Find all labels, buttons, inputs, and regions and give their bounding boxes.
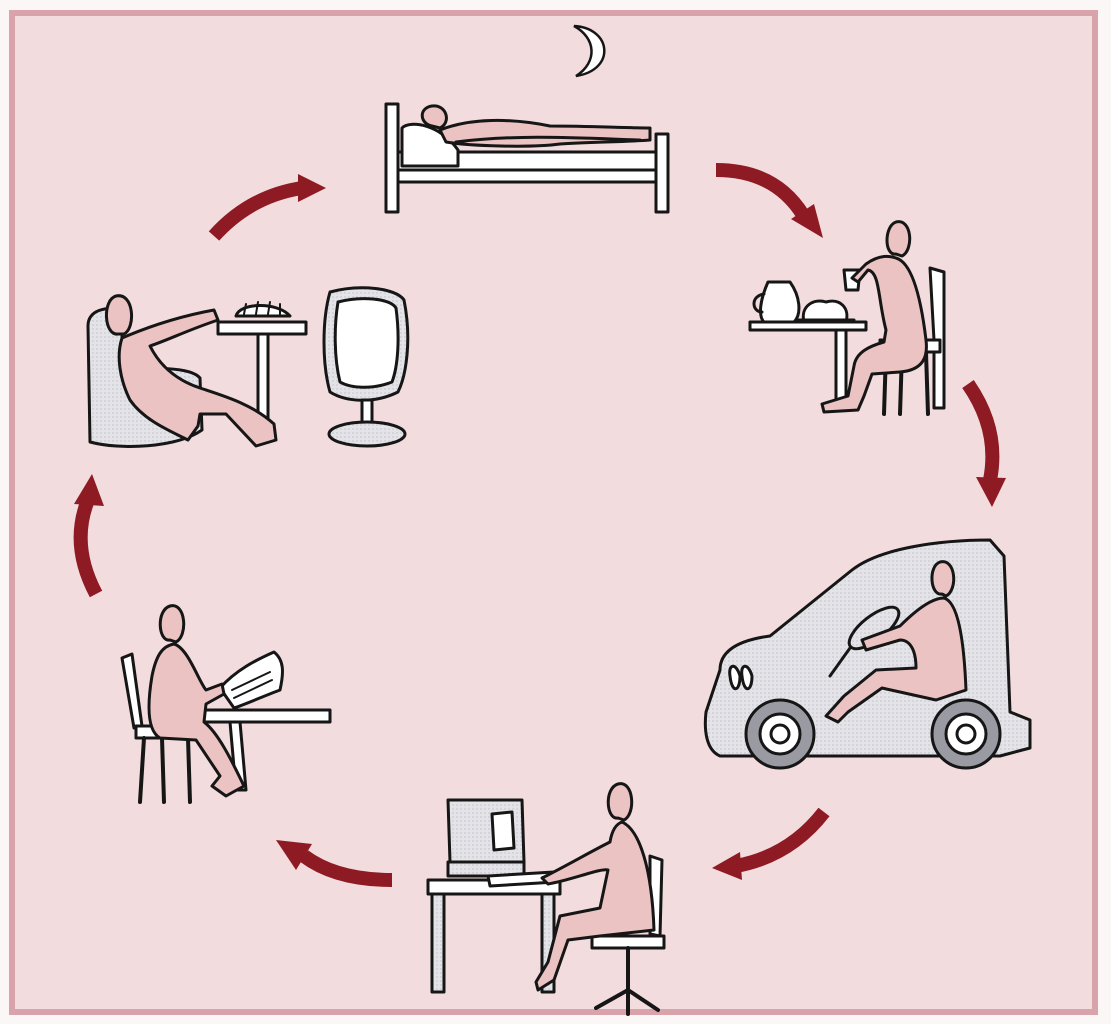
arrow-sleep-to-breakfast [715,163,823,238]
watching-tv-icon [86,286,410,448]
crescent-moon-icon [573,24,606,78]
arrow-tv-to-sleep [208,174,326,241]
working-at-computer-icon [426,782,666,1016]
arrow-computer-to-reading [276,840,393,887]
sleeping-in-bed-icon [384,102,670,214]
arrow-breakfast-to-car [962,380,1006,507]
arrow-reading-to-tv [73,474,104,598]
arrow-car-to-computer [712,807,830,880]
reading-at-table-icon [120,604,332,804]
driving-car-icon [703,538,1032,770]
eating-breakfast-icon [748,220,946,416]
